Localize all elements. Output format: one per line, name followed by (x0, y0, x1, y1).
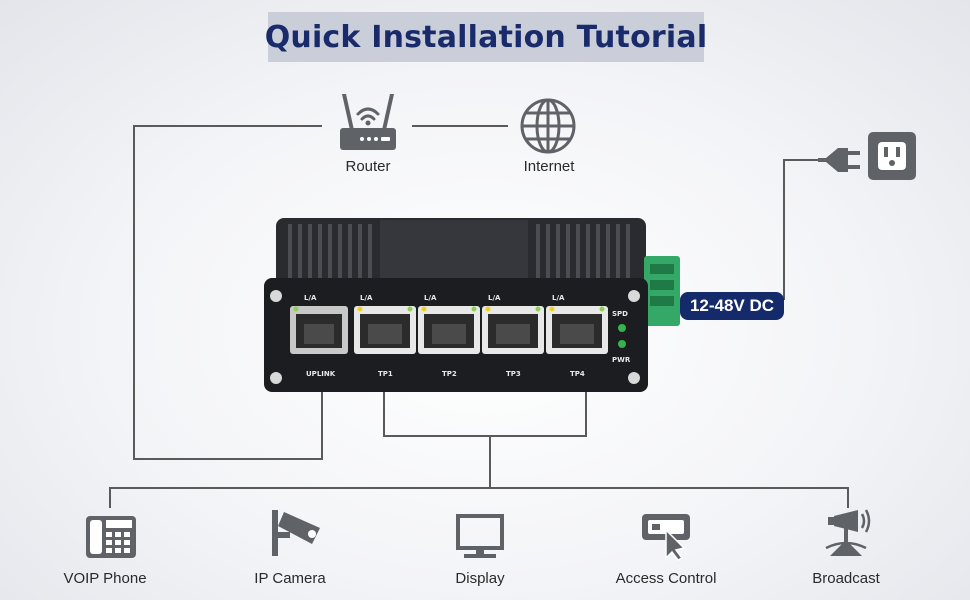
rj45-ports (290, 306, 608, 354)
tp2-port-label: TP2 (442, 370, 457, 378)
access-control-icon (642, 514, 690, 561)
internet-label: Internet (523, 158, 575, 175)
broadcast-icon (825, 509, 871, 556)
pwr-led (618, 340, 626, 348)
tp2-la-label: L/A (424, 294, 437, 302)
uplink-la-label: L/A (304, 294, 317, 302)
power-plug-icon (818, 148, 860, 172)
router-label: Router (345, 158, 391, 175)
voltage-badge: 12-48V DC (680, 292, 784, 320)
device-label-display: Display (455, 570, 505, 587)
router-to-uplink-line (133, 125, 323, 460)
tp3-la-label: L/A (488, 294, 501, 302)
device-label-broadcast: Broadcast (812, 570, 880, 587)
poe-switch: L/A L/A L/A L/A L/A SPD PWR UPLINK TP1 T… (264, 218, 680, 392)
tp1-la-label: L/A (360, 294, 373, 302)
camera-icon (272, 510, 320, 556)
power-outlet-icon (868, 132, 916, 180)
device-label-access-control: Access Control (615, 570, 717, 587)
pwr-label: PWR (612, 356, 631, 364)
tp4-la-label: L/A (552, 294, 565, 302)
title-banner: Quick Installation Tutorial (265, 12, 707, 62)
tp4-port-label: TP4 (570, 370, 585, 378)
page-title: Quick Installation Tutorial (264, 19, 708, 55)
spd-label: SPD (612, 310, 628, 318)
globe-icon (520, 98, 576, 154)
monitor-icon (456, 514, 504, 558)
power-cord-line (783, 159, 818, 300)
poe-ports-bracket-line (383, 392, 587, 488)
device-label-voip-phone: VOIP Phone (63, 570, 147, 587)
spd-led (618, 324, 626, 332)
router-icon (340, 94, 396, 150)
phone-icon (86, 516, 136, 558)
device-label-ip-camera: IP Camera (254, 570, 326, 587)
devices-bus-line (109, 487, 849, 508)
uplink-port-label: UPLINK (306, 370, 336, 378)
tp1-port-label: TP1 (378, 370, 393, 378)
power-terminal-block (644, 256, 680, 326)
tp3-port-label: TP3 (506, 370, 521, 378)
